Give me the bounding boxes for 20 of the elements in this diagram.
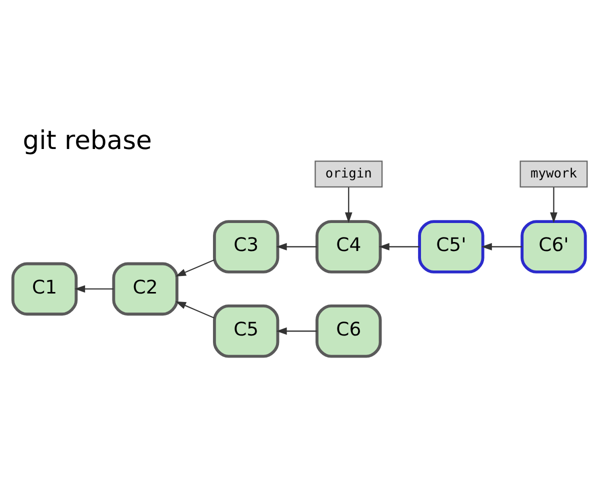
- node-box: C6: [316, 304, 382, 358]
- arrow: [74, 285, 114, 293]
- arrow: [481, 243, 522, 250]
- arrow: [175, 259, 215, 277]
- node-box: C3: [212, 220, 280, 274]
- diagram-title: git rebase: [22, 126, 152, 156]
- arrow: [175, 301, 215, 319]
- node-box: mywork: [520, 160, 588, 188]
- arrow: [276, 243, 317, 250]
- node-box: C2: [112, 262, 178, 316]
- node-box: C5': [418, 220, 484, 274]
- arrow: [344, 187, 352, 223]
- arrow: [276, 327, 317, 335]
- node-box: origin: [314, 160, 383, 188]
- arrow: [550, 187, 558, 223]
- node-box: C6': [520, 220, 587, 274]
- node-box: C1: [11, 262, 78, 316]
- arrow: [378, 243, 420, 250]
- node-box: C4: [316, 220, 382, 274]
- node-box: C5: [212, 304, 280, 358]
